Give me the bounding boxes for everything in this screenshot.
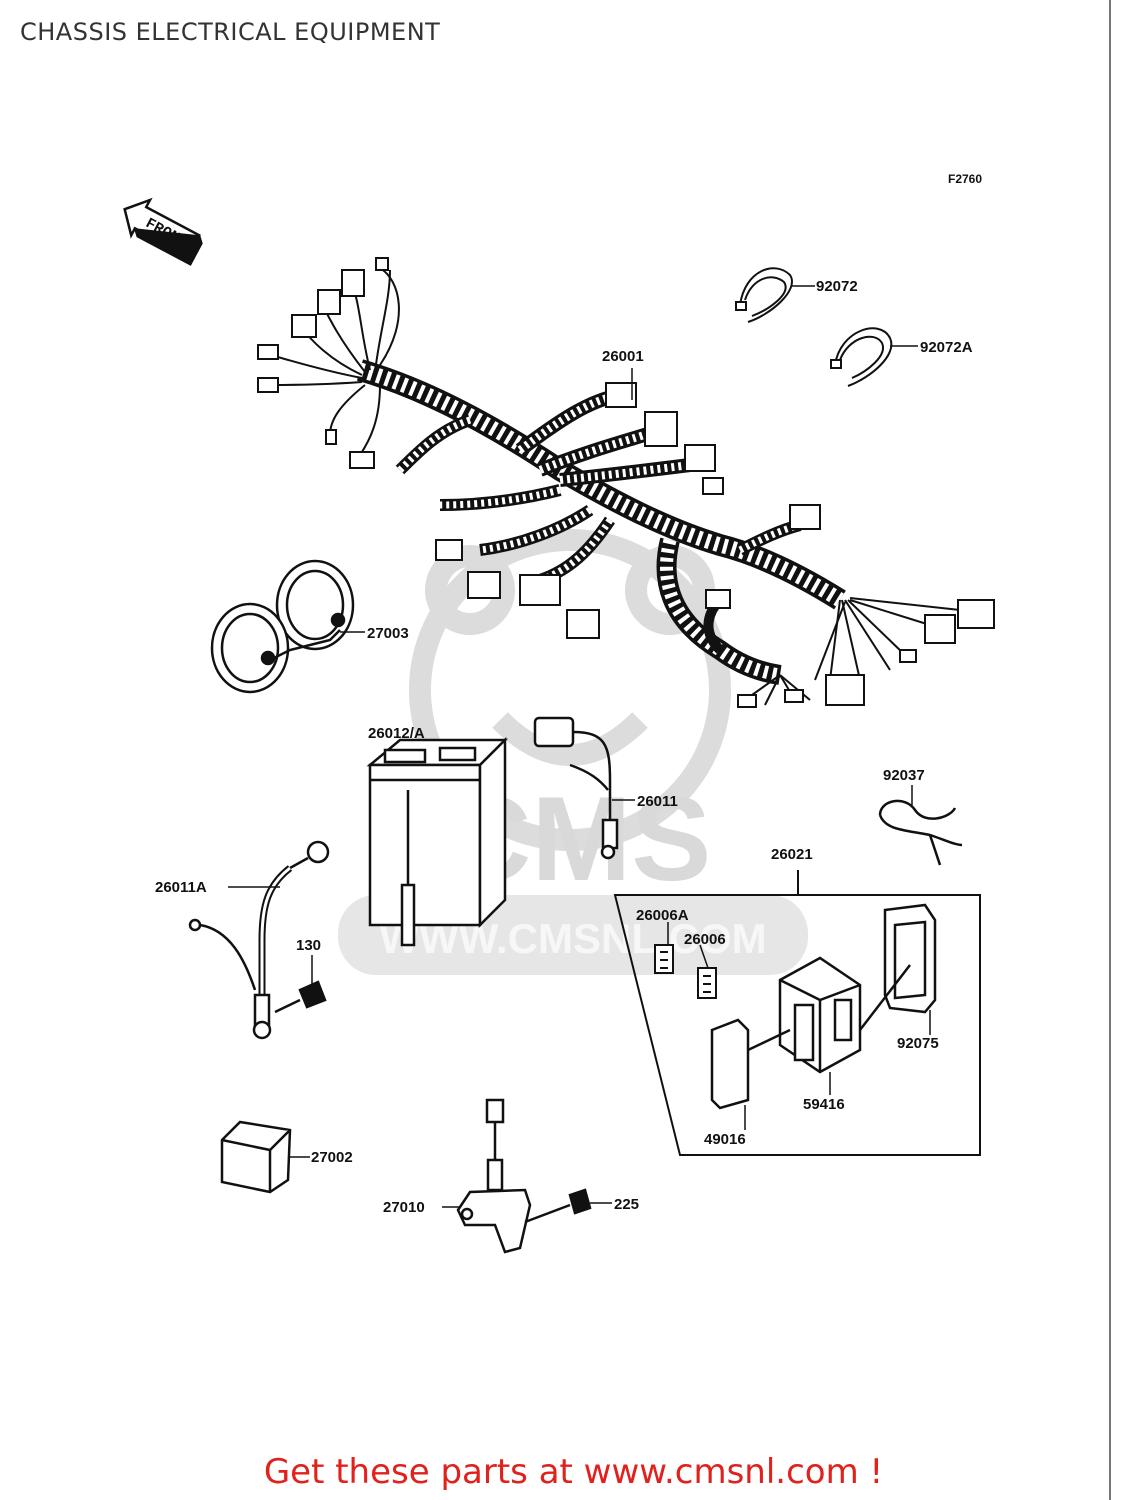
- front-arrow-icon: FRONT: [123, 197, 203, 266]
- part-label-27010: 27010: [383, 1199, 425, 1216]
- cable-tie-92072a: [830, 327, 893, 387]
- bolt-130: [274, 980, 327, 1014]
- clamp-92037: [878, 799, 963, 866]
- page-border-rule: [1109, 0, 1111, 1500]
- battery-26012a: [366, 736, 509, 947]
- leader-lines: [228, 285, 931, 1208]
- cable-tie-92072: [735, 267, 793, 323]
- part-label-92075: 92075: [897, 1035, 939, 1052]
- parts-diagram: CMS WWW.CMSNL.COM F2760 FRONT: [123, 172, 995, 1254]
- main-wiring-harness: [269, 267, 961, 706]
- part-label-26006a: 26006A: [636, 907, 689, 924]
- part-label-26001: 26001: [602, 348, 644, 365]
- part-label-26006: 26006: [684, 931, 726, 948]
- part-label-92037: 92037: [883, 767, 925, 784]
- mascot-watermark-icon: [409, 529, 731, 851]
- part-labels: 92072 92072A 26001 27003 26012/A 26011 9…: [155, 278, 973, 1216]
- figure-code: F2760: [948, 172, 982, 186]
- part-label-59416: 59416: [803, 1096, 845, 1113]
- part-label-49016: 49016: [704, 1131, 746, 1148]
- connector-26006: [697, 967, 717, 999]
- screw-225: [524, 1188, 592, 1224]
- cmsnl-link-banner[interactable]: Get these parts at www.cmsnl.com !: [263, 1452, 884, 1492]
- ground-cable-26011a: [188, 840, 330, 1040]
- part-label-225: 225: [614, 1196, 639, 1213]
- part-label-26012a: 26012/A: [368, 725, 425, 742]
- page-title: CHASSIS ELECTRICAL EQUIPMENT: [20, 18, 441, 46]
- connector-26006a: [654, 944, 674, 974]
- rubber-holder-92075: [859, 903, 937, 1031]
- part-label-26011a: 26011A: [155, 879, 207, 896]
- horn-assembly-27003: [210, 559, 355, 694]
- part-label-130: 130: [296, 937, 321, 954]
- part-label-26011: 26011: [637, 793, 678, 810]
- relay-27002: [220, 1120, 292, 1194]
- part-label-92072a: 92072A: [920, 339, 973, 356]
- part-label-27003: 27003: [367, 625, 409, 642]
- harness-connectors: [257, 257, 995, 708]
- junction-box-59416: [778, 956, 862, 1074]
- part-label-26021: 26021: [771, 846, 813, 863]
- part-label-92072: 92072: [816, 278, 858, 295]
- relay-assembly-26021-frame: [613, 870, 981, 1156]
- sensor-27010: [456, 1098, 532, 1254]
- battery-cable-26011: [533, 716, 619, 860]
- bracket-49016: [710, 1018, 791, 1110]
- part-label-27002: 27002: [311, 1149, 353, 1166]
